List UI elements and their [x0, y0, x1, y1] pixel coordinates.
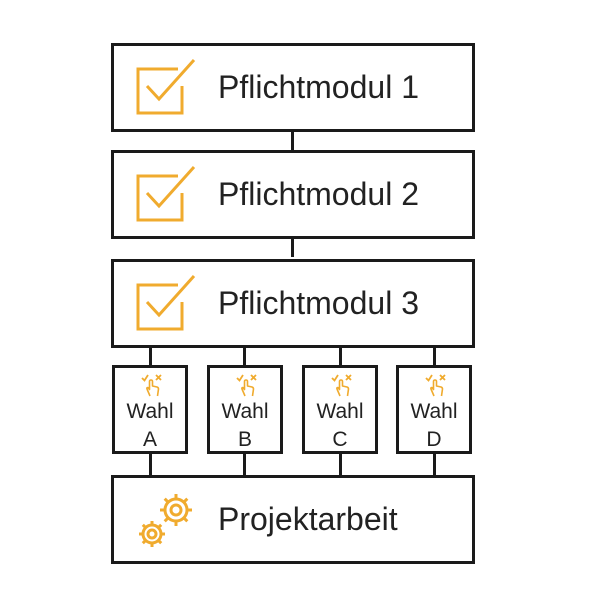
connector-line	[433, 346, 436, 366]
elective-label-line2: D	[426, 428, 442, 451]
elective-label: Wahl D	[399, 398, 469, 454]
checkbox-check-icon	[136, 165, 196, 222]
connector-line	[433, 453, 436, 476]
elective-label: Wahl A	[115, 398, 185, 454]
connector-line	[149, 346, 152, 366]
elective-label-line2: C	[332, 428, 348, 451]
elective-label-line1: Wahl	[221, 400, 269, 423]
connector-line	[149, 453, 152, 476]
elective-box-a: Wahl A	[112, 365, 188, 454]
choice-hand-icon	[141, 374, 162, 397]
checkbox-check-icon	[136, 274, 196, 331]
module-label: Pflichtmodul 1	[218, 69, 419, 105]
elective-label: Wahl B	[210, 398, 280, 454]
choice-hand-icon	[425, 374, 446, 397]
connector-line	[339, 453, 342, 476]
project-label: Projektarbeit	[218, 501, 398, 537]
module-label: Pflichtmodul 2	[218, 176, 419, 212]
elective-label-line1: Wahl	[126, 400, 174, 423]
elective-label-line2: B	[237, 428, 252, 451]
module-box-3: Pflichtmodul 3	[111, 259, 475, 348]
elective-label-line2: A	[142, 428, 157, 451]
connector-line	[243, 346, 246, 366]
elective-box-b: Wahl B	[207, 365, 283, 454]
elective-box-c: Wahl C	[302, 365, 378, 454]
elective-label: Wahl C	[305, 398, 375, 454]
module-box-1: Pflichtmodul 1	[111, 43, 475, 132]
checkbox-check-icon	[136, 58, 196, 115]
elective-label-line1: Wahl	[410, 400, 458, 423]
choice-hand-icon	[236, 374, 257, 397]
connector-line	[243, 453, 246, 476]
module-box-2: Pflichtmodul 2	[111, 150, 475, 239]
connector-line	[291, 237, 294, 257]
connector-line	[291, 130, 294, 150]
module-label: Pflichtmodul 3	[218, 285, 419, 321]
gears-icon	[139, 494, 192, 547]
elective-box-d: Wahl D	[396, 365, 472, 454]
choice-hand-icon	[331, 374, 352, 397]
elective-label-line1: Wahl	[316, 400, 364, 423]
project-box: Projektarbeit	[111, 475, 475, 564]
connector-line	[339, 346, 342, 366]
